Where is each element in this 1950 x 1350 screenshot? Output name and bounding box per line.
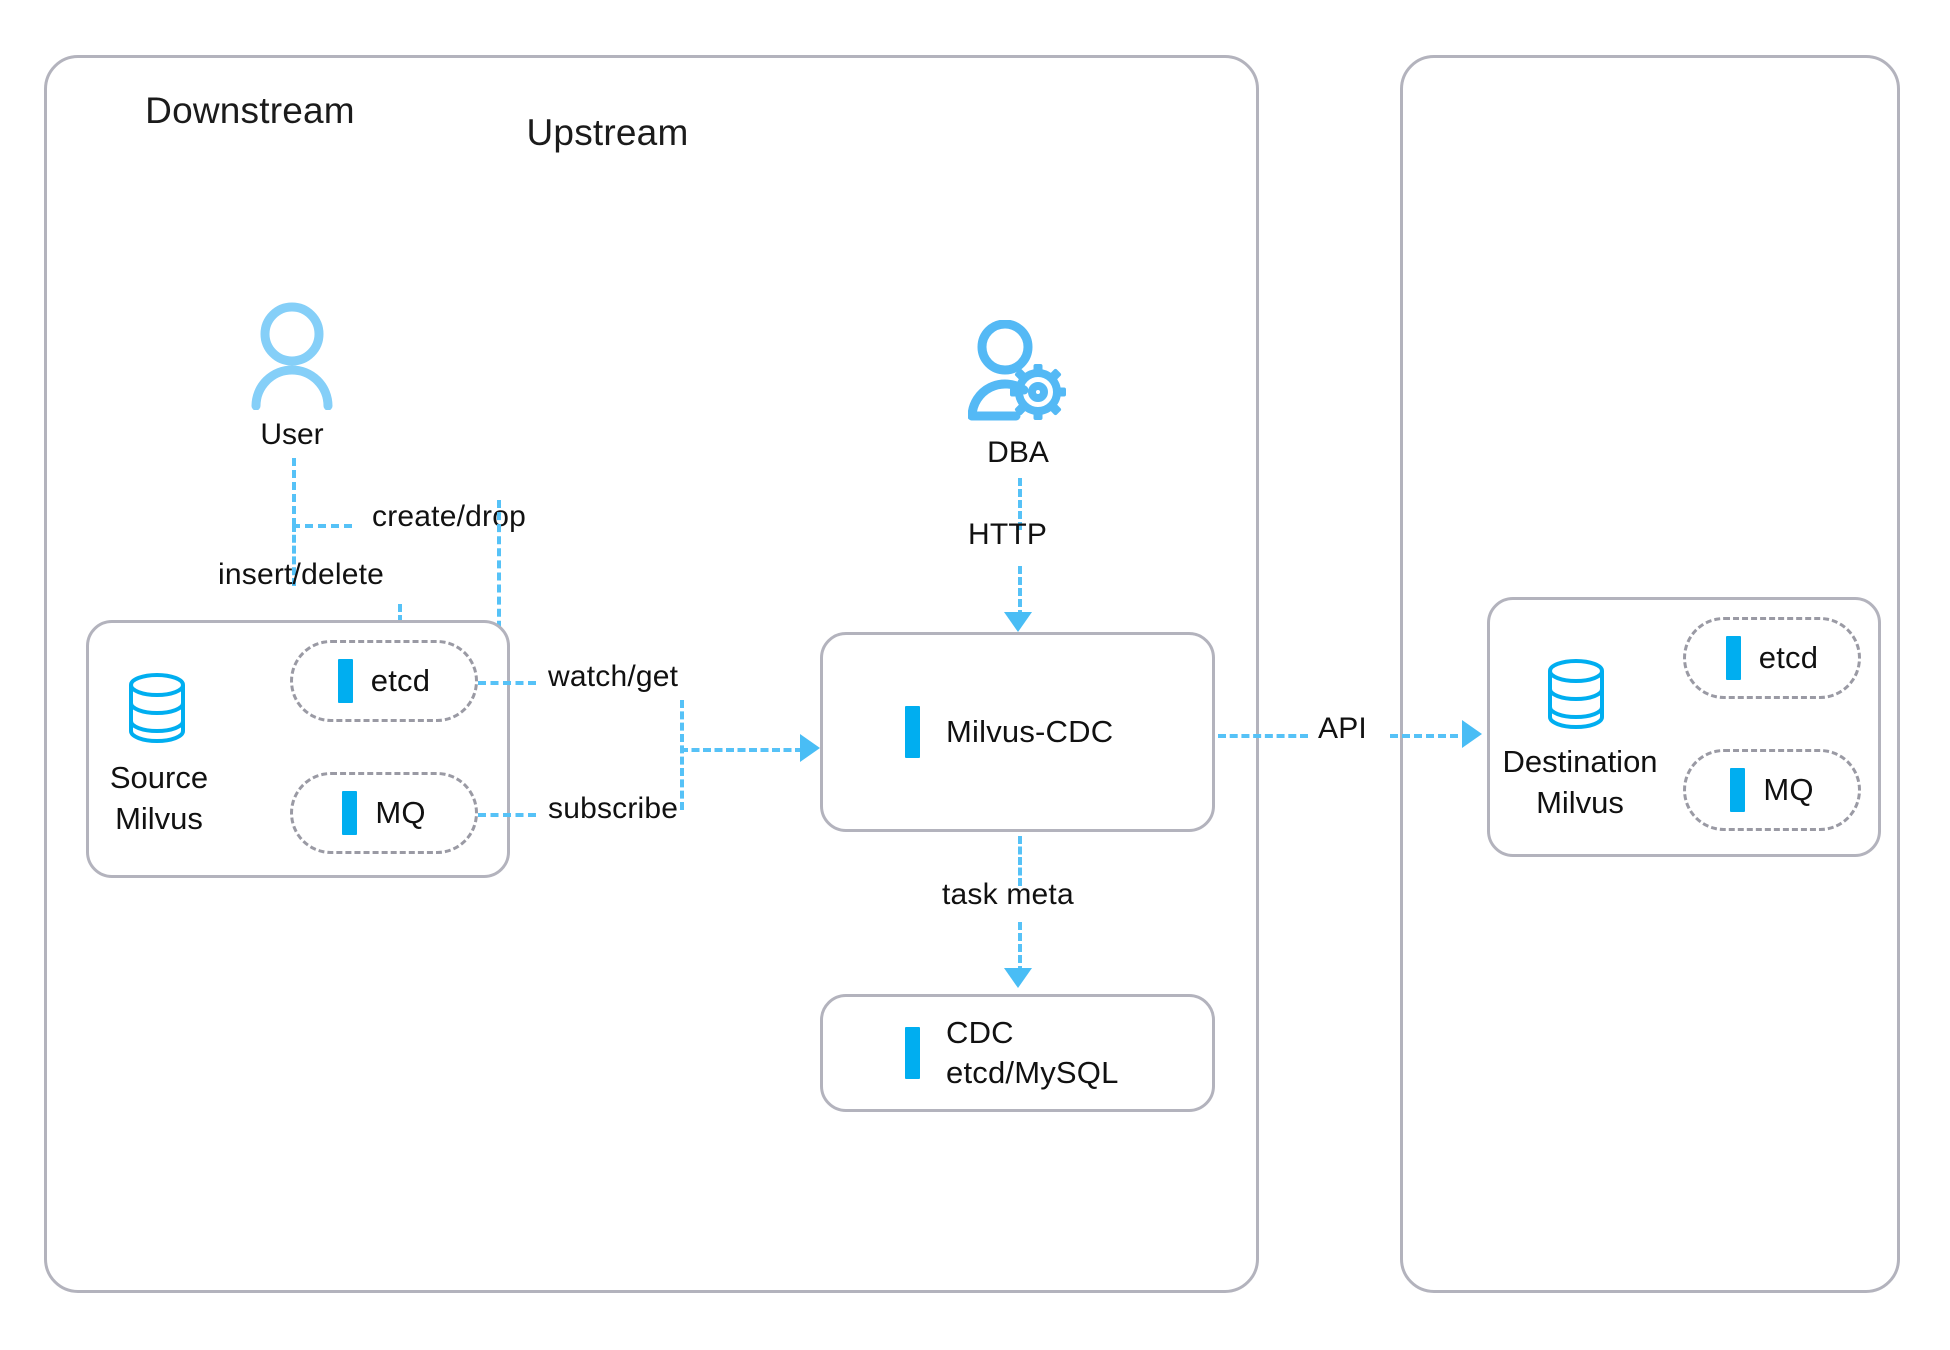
edge-subscribe-stub [478,813,536,817]
edge-merge-riser [680,700,684,810]
destination-component-mq[interactable]: MQ [1683,749,1861,831]
edge-label-subscribe: subscribe [548,792,679,825]
dba-label: DBA [987,436,1049,469]
edge-http-arrowhead [1004,612,1032,632]
edge-label-api: API [1318,712,1367,745]
edge-create-drop-branch [292,524,352,528]
source-component-mq[interactable]: MQ [290,772,478,854]
edge-dba-http-upper [1018,478,1022,530]
user-icon [248,300,336,410]
edge-task-meta-lower [1018,922,1022,974]
edge-label-create-drop: create/drop [372,500,526,533]
destination-milvus-caption-line1: Destination [1502,744,1658,779]
edge-api-arrowhead [1462,720,1482,748]
user-gear-icon [968,320,1068,424]
source-milvus-caption-line1: Source [109,760,209,795]
node-cdc-meta[interactable]: CDC etcd/MySQL [820,994,1215,1112]
database-icon [1545,658,1607,735]
destination-component-mq-label: MQ [1763,771,1814,807]
node-milvus-cdc-label: Milvus-CDC [946,713,1114,749]
source-milvus-caption-line2: Milvus [115,800,203,836]
edge-dba-http-lower [1018,566,1022,618]
blue-bar-icon [1725,636,1741,680]
edge-merge-to-cdc [680,748,803,752]
node-cdc-meta-line2: etcd/MySQL [946,1055,1119,1090]
blue-bar-icon [1730,768,1746,812]
destination-component-etcd[interactable]: etcd [1683,617,1861,699]
edge-merge-arrowhead [800,734,820,762]
edge-label-watch-get: watch/get [548,660,679,693]
node-cdc-meta-text: CDC etcd/MySQL [946,1013,1119,1094]
database-icon [126,672,188,749]
node-milvus-cdc[interactable]: Milvus-CDC [820,632,1215,832]
panel-downstream-title: Downstream [145,90,355,131]
edge-insert-delete-trunk [292,524,296,586]
node-cdc-meta-line1: CDC [946,1014,1014,1050]
destination-milvus-caption: Destination Milvus [1487,742,1673,824]
blue-bar-icon [342,791,358,835]
edge-label-http: HTTP [968,518,1048,551]
destination-component-etcd-label: etcd [1758,639,1819,675]
edge-task-meta-upper [1018,836,1022,886]
edge-user-trunk [292,458,296,526]
panel-upstream-title: Upstream [526,112,689,153]
destination-milvus-caption-line2: Milvus [1536,784,1624,820]
blue-bar-icon [905,1027,920,1079]
user-label: User [260,418,324,451]
edge-watch-get-stub [478,681,536,685]
source-component-etcd[interactable]: etcd [290,640,478,722]
edge-api-right [1390,734,1470,738]
blue-bar-icon [905,706,920,758]
edge-task-meta-arrowhead [1004,968,1032,988]
source-component-etcd-label: etcd [370,662,431,698]
edge-label-insert-delete: insert/delete [218,558,385,591]
source-milvus-caption: Source Milvus [86,758,232,840]
source-component-mq-label: MQ [375,794,426,830]
blue-bar-icon [337,659,353,703]
edge-label-task-meta: task meta [942,878,1074,911]
edge-api-left [1218,734,1308,738]
